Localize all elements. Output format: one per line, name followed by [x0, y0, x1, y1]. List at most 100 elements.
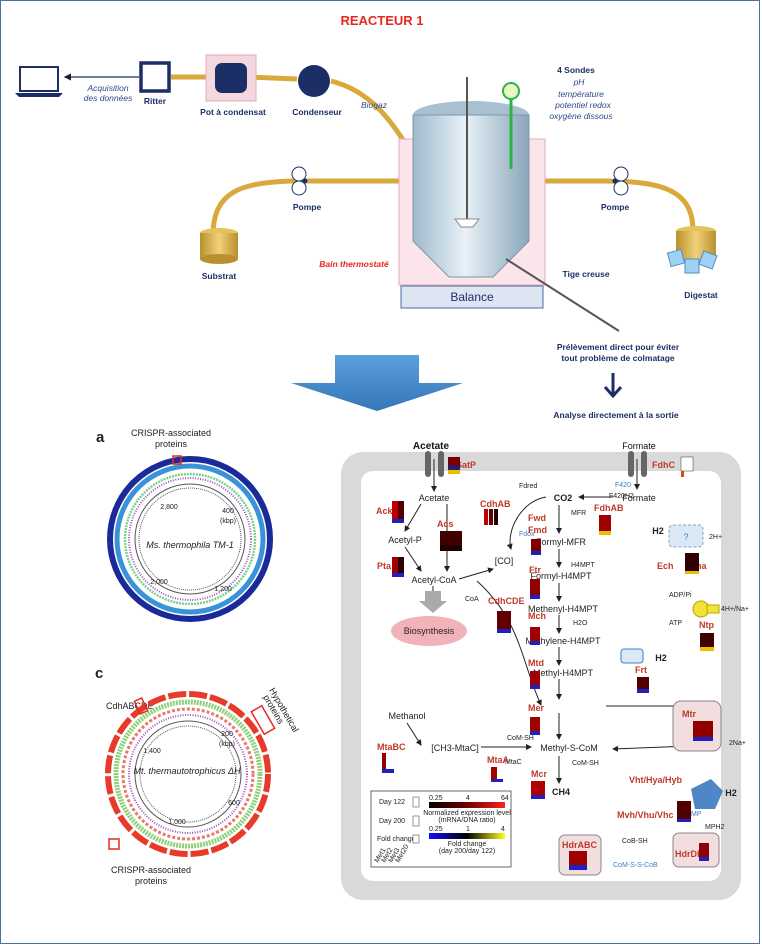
stirrer-blade — [454, 218, 480, 228]
scale2-tick-2: 4 — [501, 826, 505, 833]
tick-a-2800: 2,800 — [160, 504, 178, 511]
tick-c-1400: 1,400 — [143, 748, 161, 755]
sm-cobsh: CoB-SH — [622, 838, 648, 845]
met-h2c: H2 — [725, 788, 737, 798]
tank-body — [412, 114, 530, 278]
met-h2b: H2 — [655, 653, 667, 663]
legend-fold: Fold change — [377, 836, 416, 843]
met-ch3mtac: [CH3-MtaC] — [431, 743, 479, 753]
sm-fdox: Fdox — [519, 531, 535, 538]
tick-c-1000: 1,000 — [168, 819, 186, 826]
gene-mvh: Mvh/Vhu/Vhc — [617, 810, 674, 820]
organism-a: Ms. thermophila TM-1 — [146, 540, 234, 550]
sm-adp: ADP/Pi — [669, 592, 692, 599]
sm-comsh2: CoM-SH — [572, 760, 599, 767]
sm-comscob: CoM-S-S-CoB — [613, 862, 658, 869]
legend-tile-2 — [412, 815, 420, 827]
prelevement-2: tout problème de colmatage — [561, 353, 675, 363]
sm-fdred: Fdred — [519, 483, 537, 490]
sonde-1: pH — [573, 77, 586, 87]
pompe-right-label: Pompe — [601, 202, 630, 212]
legend-day122: Day 122 — [379, 799, 405, 806]
fdhc-transporter — [628, 451, 647, 477]
sm-hna: 4H+/Na+ — [721, 606, 749, 613]
pump-right-icon — [612, 166, 629, 196]
prelevement-1: Prélèvement direct pour éviter — [557, 342, 680, 352]
sondes-title: 4 Sondes — [557, 65, 595, 75]
ritter-label: Ritter — [144, 96, 167, 106]
legend-tile-1 — [412, 796, 420, 808]
ritter-box — [139, 61, 171, 93]
met-ch4: CH4 — [552, 787, 570, 797]
scale2-tick-1: 1 — [466, 826, 470, 833]
scale1-tick-2: 64 — [501, 795, 509, 802]
big-down-arrow-icon — [291, 355, 463, 411]
sm-f420: F420 — [615, 482, 631, 489]
reactor-title: REACTEUR 1 — [340, 13, 423, 28]
ech-complex — [668, 524, 704, 548]
down-arrow-icon — [603, 373, 623, 399]
biosynthesis-arrow — [419, 591, 447, 613]
gene-ntp: Ntp — [699, 620, 714, 630]
sm-2h: 2H+ — [709, 534, 722, 541]
tick-a-2000: 2,000 — [150, 579, 168, 586]
gene-fwd: Fwd — [528, 513, 546, 523]
sensor-head — [502, 82, 520, 100]
tick-a-unit: (kbp) — [220, 518, 236, 525]
acquisition-label-1: Acquisition — [86, 83, 128, 93]
scale2-tick-0: 0.25 — [429, 826, 443, 833]
met-methylh4mpt: Methyl-H4MPT — [533, 668, 594, 678]
laptop-icon — [15, 66, 63, 97]
pot-condensat — [215, 63, 247, 93]
legend-scale-2 — [429, 833, 505, 839]
gene-hdrabc: HdrABC — [562, 840, 597, 850]
acquisition-label-2: des données — [84, 93, 133, 103]
scale1-tick-0: 0.25 — [429, 795, 443, 802]
satp-transporter — [425, 451, 444, 477]
substrat-label: Substrat — [202, 271, 237, 281]
gene-ftr: Ftr — [529, 565, 541, 575]
balance-label: Balance — [450, 290, 494, 304]
crispr-a-2: proteins — [155, 439, 188, 449]
sonde-2: température — [558, 89, 604, 99]
gene-hdrde: HdrDE — [675, 849, 703, 859]
crispr-a-1: CRISPR-associated — [131, 428, 211, 438]
scale1-tick-1: 4 — [466, 795, 470, 802]
gene-mtabc: MtaBC — [377, 742, 406, 752]
gene-mtaa: MtaA — [487, 755, 509, 765]
met-methanol: Methanol — [388, 711, 425, 721]
gene-ack: Ack — [376, 506, 394, 516]
legend-day200: Day 200 — [379, 818, 405, 825]
substrat-jar — [200, 228, 238, 264]
met-acetylp: Acetyl-P — [388, 535, 422, 545]
tick-c-200: 200 — [221, 731, 233, 738]
tick-a-400: 400 — [222, 508, 234, 515]
sm-mp: MP — [691, 811, 702, 818]
sm-f420h2: F420H2 — [609, 493, 634, 500]
met-h2: H2 — [652, 526, 664, 536]
panel-a-label: a — [96, 429, 105, 446]
sm-atp: ATP — [669, 620, 682, 627]
met-formate: Formate — [622, 493, 656, 503]
digestat-label: Digestat — [684, 290, 718, 300]
pathway-arrows — [404, 459, 692, 784]
gene-vht: Vht/Hya/Hyb — [629, 775, 683, 785]
sm-mtac: MtaC — [505, 759, 522, 766]
heatmap-tiles — [382, 456, 714, 870]
formate-top: Formate — [622, 441, 656, 451]
acetate-top: Acetate — [413, 441, 450, 452]
genome-map-a — [107, 455, 273, 622]
met-co: [CO] — [495, 556, 514, 566]
sm-mfr: MFR — [571, 510, 586, 517]
gene-mtr: Mtr — [682, 709, 696, 719]
met-formylh4mpt: Formyl-H4MPT — [531, 571, 592, 581]
condenseur — [298, 65, 330, 97]
sonde-4: oxygène dissous — [549, 111, 613, 121]
cdh-label: CdhABCDE — [106, 701, 154, 711]
balance-box — [400, 285, 544, 309]
complex-question: ? — [683, 532, 688, 542]
gene-acs: Acs — [437, 519, 454, 529]
gene-ech: Ech — [657, 561, 674, 571]
